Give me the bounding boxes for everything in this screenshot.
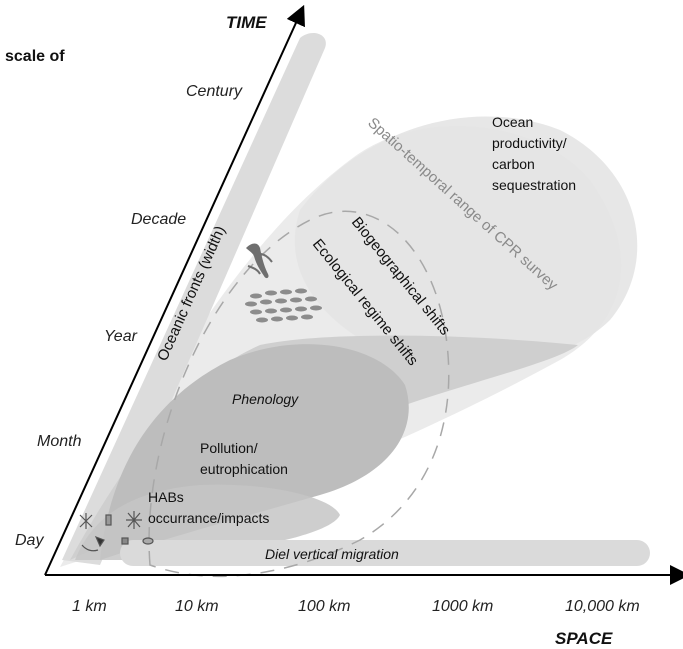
ocean-productivity-region xyxy=(294,116,638,367)
pollution-line-2: eutrophication xyxy=(200,461,288,477)
corner-label: scale of xyxy=(5,48,65,65)
phenology-label: Phenology xyxy=(232,391,299,407)
plankton-icon xyxy=(79,511,154,552)
x-tick-10000km: 10,000 km xyxy=(565,598,640,615)
space-axis-title: SPACE xyxy=(555,629,613,648)
y-tick-decade: Decade xyxy=(131,211,186,228)
y-tick-day: Day xyxy=(15,532,44,549)
pollution-line-1: Pollution/ xyxy=(200,440,258,456)
diel-migration-band xyxy=(120,540,650,566)
fish-school-icon xyxy=(245,288,322,323)
diel-migration-label: Diel vertical migration xyxy=(265,546,399,562)
seabird-icon xyxy=(246,243,273,279)
y-tick-year: Year xyxy=(104,328,138,345)
x-tick-1km: 1 km xyxy=(72,598,107,615)
y-tick-century: Century xyxy=(186,83,243,100)
ocean-productivity-line-4: sequestration xyxy=(492,177,576,193)
time-axis xyxy=(44,4,305,576)
x-tick-100km: 100 km xyxy=(298,598,350,615)
oceanic-fronts-band xyxy=(62,33,326,566)
time-axis-title: TIME xyxy=(226,13,267,32)
ocean-productivity-line-1: Ocean xyxy=(492,114,533,130)
cpr-dashed-outline xyxy=(148,210,450,578)
ocean-productivity-line-2: productivity/ xyxy=(492,135,567,151)
y-tick-month: Month xyxy=(37,433,82,450)
x-tick-10km: 10 km xyxy=(175,598,219,615)
ocean-productivity-line-3: carbon xyxy=(492,156,535,172)
habs-line-1: HABs xyxy=(148,489,184,505)
x-tick-1000km: 1000 km xyxy=(432,598,493,615)
habs-line-2: occurrance/impacts xyxy=(148,510,269,526)
